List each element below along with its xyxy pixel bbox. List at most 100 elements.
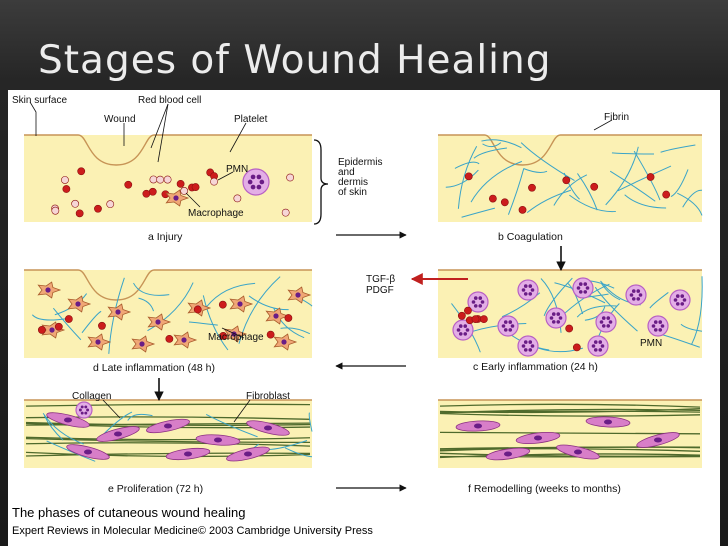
pmn-nucleus-c: [638, 293, 643, 297]
fibrin-strand-e: [43, 415, 64, 441]
pmn-nucleus-c: [458, 324, 463, 328]
fibrin-strand-c: [661, 334, 700, 348]
pmn-cell-c: [587, 335, 609, 357]
pmn-nucleus-c: [585, 286, 590, 290]
pmn-cell-c: [572, 277, 594, 299]
fibrin-strand-b: [611, 152, 655, 155]
panel-c: [438, 270, 702, 358]
pmn-nucleus-c: [598, 340, 603, 344]
fibrin-strand-b: [454, 161, 480, 169]
fibroblast-nucleus-e: [264, 425, 272, 431]
pmn-nucleus-c: [503, 320, 508, 324]
pmn-nucleus-c: [606, 316, 611, 320]
pmn-nucleus-e: [84, 411, 88, 415]
red-cell-d: [98, 321, 106, 330]
red-cell-b: [464, 172, 473, 181]
fibrin-strand-b: [461, 207, 495, 218]
fibrin-strand-d: [147, 282, 194, 332]
macrophage-nucleus-a: [173, 195, 179, 201]
fibrin-strand-b: [563, 172, 580, 200]
pmn-nucleus-c: [675, 302, 680, 306]
red-cell-d: [64, 315, 73, 323]
label-tgf: TGF-β: [366, 274, 395, 285]
red-cell-d: [218, 300, 227, 309]
pmn-nucleus-c: [631, 297, 636, 301]
pmn-nucleus-c: [578, 282, 583, 286]
red-cell-a: [233, 194, 242, 203]
slide-title: Stages of Wound Healing: [38, 38, 552, 83]
red-cell-a: [142, 189, 151, 198]
red-cell-c: [457, 311, 466, 320]
macrophage-nucleus-d: [95, 339, 101, 345]
red-cell-a: [77, 167, 86, 176]
pmn-nucleus-e: [80, 411, 84, 415]
label-epidermis-3: dermis: [338, 177, 368, 188]
fibrin-strand-b: [473, 147, 507, 159]
pmn-nucleus-c: [556, 312, 561, 316]
fibrin-strand-b: [617, 165, 672, 192]
pmn-nucleus-a: [256, 184, 262, 190]
macrophage-nucleus-d: [155, 319, 161, 325]
label-pmn-c: PMN: [640, 338, 662, 349]
fibrin-strand-b: [482, 142, 502, 148]
pmn-nucleus-c: [576, 286, 581, 290]
pmn-cell-c: [595, 311, 617, 333]
pmn-nucleus-c: [528, 348, 533, 352]
pmn-cell-c: [669, 289, 691, 311]
red-cell-a: [156, 175, 165, 184]
pmn-nucleus-c: [471, 300, 476, 304]
macrophage-nucleus-d: [295, 292, 301, 298]
pmn-nucleus-c: [521, 344, 526, 348]
fibrin-strand-d: [188, 321, 218, 326]
pmn-cell-c: [517, 335, 539, 357]
red-cell-c: [464, 306, 472, 315]
label-pmn-a: PMN: [226, 164, 248, 175]
fibrin-strand-d: [138, 297, 154, 312]
caption-e: e Proliferation (72 h): [108, 483, 203, 495]
red-cell-a: [71, 199, 80, 208]
pmn-cell-c: [625, 284, 647, 306]
red-cell-b: [590, 182, 599, 191]
pmn-nucleus-c: [523, 348, 528, 352]
pmn-cell-c: [452, 319, 474, 341]
red-cell-d: [193, 305, 202, 314]
label-platelet: Platelet: [234, 114, 268, 125]
red-cell-d: [37, 326, 46, 334]
pmn-nucleus-c: [680, 294, 685, 298]
fibrin-strand-e: [46, 440, 96, 462]
collagen-fiber-e: [25, 403, 311, 407]
pmn-nucleus-c: [653, 328, 658, 332]
pmn-nucleus-c: [673, 298, 678, 302]
fibrin-strand-c: [691, 276, 703, 345]
pmn-nucleus-a: [259, 179, 265, 185]
fibrin-strand-d: [52, 307, 82, 341]
fibrin-strand-d: [280, 327, 311, 335]
red-cell-c: [572, 343, 581, 352]
red-cell-a: [51, 206, 60, 215]
label-fibroblast: Fibroblast: [246, 391, 290, 402]
pmn-nucleus-c: [631, 289, 636, 293]
pmn-nucleus-c: [523, 340, 528, 344]
pmn-nucleus-c: [523, 284, 528, 288]
pmn-nucleus-c: [508, 328, 513, 332]
red-cell-a: [176, 179, 185, 188]
fibrin-strand-b: [677, 192, 703, 216]
fibroblast-nucleus-e: [84, 449, 92, 455]
macrophage-nucleus-d: [115, 309, 121, 315]
collagen-fiber-f: [439, 412, 701, 417]
red-cell-b: [528, 183, 536, 192]
pmn-nucleus-c: [523, 292, 528, 296]
label-pdgf: PDGF: [366, 285, 394, 296]
red-cell-a: [61, 176, 69, 184]
red-cell-a: [210, 177, 218, 186]
pmn-nucleus-c: [598, 348, 603, 352]
label-collagen: Collagen: [72, 391, 111, 402]
red-cell-c: [471, 315, 480, 323]
pmn-nucleus-c: [549, 316, 554, 320]
pmn-nucleus-c: [600, 344, 605, 348]
pmn-nucleus-c: [658, 328, 663, 332]
fibroblast-nucleus-e: [164, 423, 172, 429]
red-cell-a: [75, 209, 84, 218]
red-cell-d: [219, 331, 228, 340]
pmn-cell-c: [517, 279, 539, 301]
